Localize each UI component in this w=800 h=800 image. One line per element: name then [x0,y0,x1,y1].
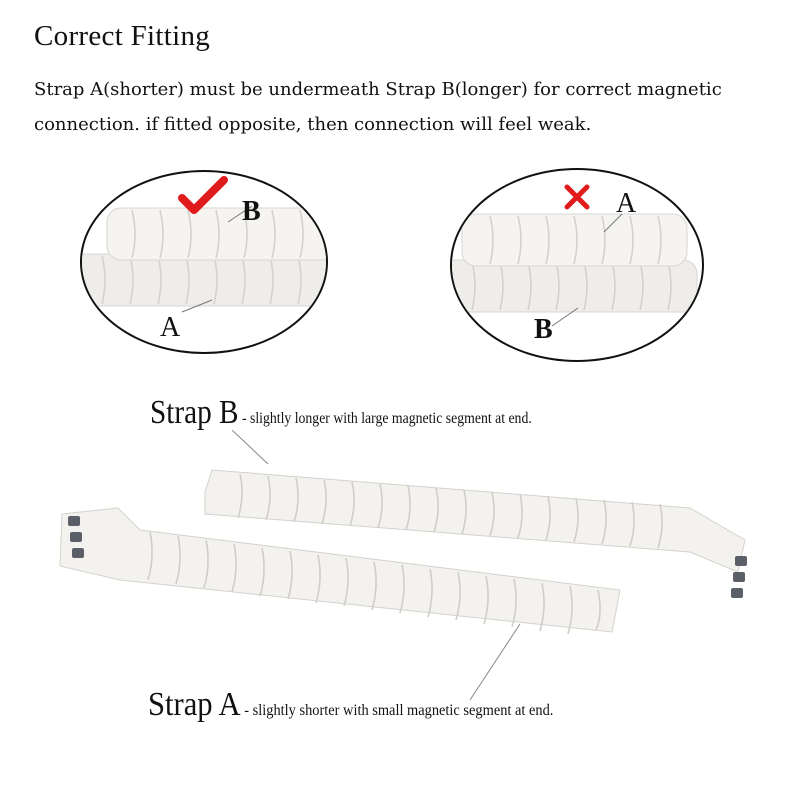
strap-a-name: Strap A [148,686,241,723]
description-line-2: connection. if fitted opposite, then con… [34,114,592,135]
description-line-1: Strap A(shorter) must be undermeath Stra… [34,79,722,100]
lower-band-a [82,253,326,307]
pointer-line-b [227,205,253,223]
strap-b-connector-pin [731,588,743,598]
pointer-line-b-wrong [551,307,579,327]
strap-b-connector-pin [733,572,745,582]
lower-band-b [452,259,698,313]
strap-a-caption: Strap A - slightly shorter with small ma… [148,686,553,724]
wrong-top-label: A [616,188,637,219]
page-title: Correct Fitting [34,20,211,52]
strap-b-caption: Strap B - slightly longer with large mag… [150,394,532,432]
fitting-description: Strap A(shorter) must be undermeath Stra… [34,72,794,142]
upper-band-b [106,207,326,261]
correct-bands-illustration [82,205,326,313]
pointer-line-a-wrong [603,213,623,233]
strap-a-band [59,507,621,635]
strap-b-connector-pin [735,556,747,566]
correct-fitting-zoom: B A [80,170,328,354]
pointer-line-a [181,299,213,313]
strap-a-connector-pin [70,532,82,542]
correct-top-label: B [242,196,261,227]
correct-bottom-label: A [160,312,181,343]
strap-b-pointer [231,430,269,465]
upper-band-a [461,213,688,267]
strap-b-detail: - slightly longer with large magnetic se… [241,410,532,427]
checkmark-icon [178,176,228,214]
straps-illustration [59,430,747,701]
strap-a-connector-pin [72,548,84,558]
cross-icon [564,184,590,210]
strap-a-connector-pin [68,516,80,526]
strap-b-name: Strap B [150,394,239,431]
strap-b-band [204,469,747,598]
wrong-bands-illustration [452,213,698,327]
wrong-fitting-zoom: A B [450,168,704,362]
wrong-bottom-label: B [534,314,553,345]
strap-a-pointer [469,623,521,701]
strap-a-detail: - slightly shorter with small magnetic s… [244,702,554,719]
